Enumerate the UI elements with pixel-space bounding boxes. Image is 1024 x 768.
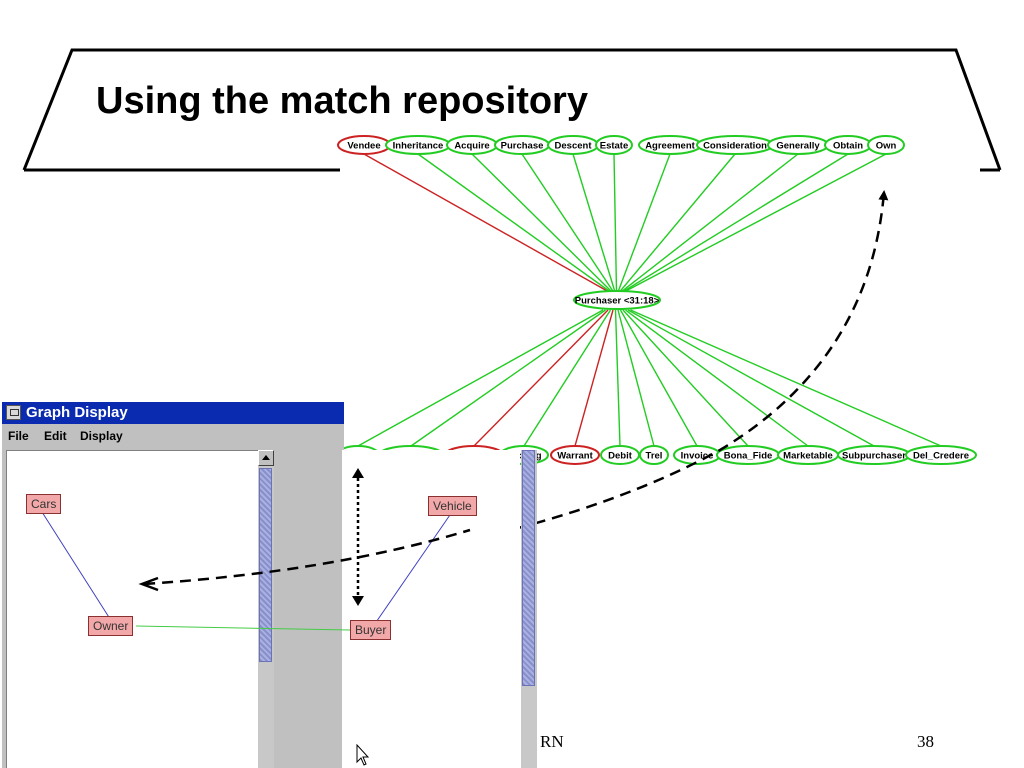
right-scrollbar[interactable] [521, 450, 537, 768]
scroll-up-arrow-icon[interactable] [258, 450, 274, 466]
concept-node-bottom-7-label: Invoice [681, 451, 714, 462]
edge-bottom-3 [523, 309, 612, 447]
concept-node-top-6[interactable]: Agreement [638, 135, 702, 155]
slide-title: Using the match repository [96, 80, 588, 122]
concept-node-bottom-6[interactable]: Trel [639, 445, 669, 465]
edge-bottom-1 [410, 309, 606, 447]
concept-node-top-7[interactable]: Consideration [696, 135, 774, 155]
edge-bottom-9 [625, 309, 809, 447]
concept-node-bottom-8[interactable]: Bona_Fide [716, 445, 780, 465]
concept-node-top-4-label: Descent [555, 141, 593, 152]
edge-bottom-6 [617, 309, 655, 447]
concept-node-top-3-label: Purchase [501, 141, 544, 152]
concept-node-top-7-label: Consideration [703, 141, 767, 152]
concept-node-bottom-6-label: Trel [646, 451, 663, 462]
graph-node-buyer[interactable]: Buyer [350, 620, 392, 640]
edge-top-7 [618, 153, 736, 293]
edge-bottom-2 [473, 309, 609, 447]
edge-top-9 [622, 153, 849, 293]
concept-node-top-9[interactable]: Obtain [824, 135, 872, 155]
edge-top-3 [521, 153, 615, 293]
concept-node-top-5[interactable]: Estate [595, 135, 633, 155]
concept-node-top-0[interactable]: Vendee [337, 135, 391, 155]
edge-top-1 [417, 153, 611, 293]
dashed-arrow-link [143, 190, 889, 586]
edge-bottom-10 [627, 309, 875, 447]
edge-bottom-8 [622, 309, 749, 447]
concept-node-top-3[interactable]: Purchase [494, 135, 550, 155]
concept-node-top-9-label: Obtain [833, 141, 863, 152]
concept-node-top-10-label: Own [876, 141, 897, 152]
edge-bottom-7 [619, 309, 698, 447]
edge-top-2 [471, 153, 613, 293]
concept-node-top-4[interactable]: Descent [547, 135, 599, 155]
right-scroll-thumb[interactable] [522, 450, 535, 686]
concept-node-bottom-11[interactable]: Del_Credere [905, 445, 977, 465]
concept-node-center-label: Purchaser <31:18> [575, 296, 660, 307]
concept-node-top-6-label: Agreement [645, 141, 695, 152]
concept-node-top-1[interactable]: Inheritance [385, 135, 451, 155]
concept-node-bottom-10[interactable]: Subpurchaser [837, 445, 911, 465]
concept-node-bottom-7[interactable]: Invoice [673, 445, 721, 465]
title-frame [22, 48, 1002, 171]
concept-node-top-2-label: Acquire [454, 141, 489, 152]
edge-top-5 [613, 153, 618, 293]
concept-node-bottom-11-label: Del_Credere [913, 451, 969, 462]
concept-node-top-8-label: Generally [776, 141, 820, 152]
graph-node-owner[interactable]: Owner [88, 616, 134, 636]
concept-node-bottom-4[interactable]: Warrant [550, 445, 600, 465]
concept-node-bottom-9-label: Marketable [783, 451, 833, 462]
edge-bottom-4 [574, 309, 614, 447]
concept-node-bottom-8-label: Bona_Fide [724, 451, 773, 462]
concept-node-bottom-9[interactable]: Marketable [777, 445, 839, 465]
slide-number: 38 [917, 732, 934, 751]
concept-node-top-1-label: Inheritance [393, 141, 444, 152]
concept-node-top-5-label: Estate [600, 141, 629, 152]
scroll-thumb[interactable] [259, 468, 272, 662]
graph-edges [357, 153, 942, 447]
concept-node-bottom-5[interactable]: Debit [600, 445, 640, 465]
concept-node-top-2[interactable]: Acquire [446, 135, 498, 155]
window-titlebar[interactable]: Graph Display [2, 402, 344, 424]
edge-bottom-0 [357, 309, 604, 447]
window-title: Graph Display [26, 404, 128, 421]
concept-node-bottom-4-label: Warrant [557, 451, 593, 462]
edge-top-6 [617, 153, 671, 293]
edge-top-10 [623, 153, 887, 293]
footer-text-fragment: RN [540, 732, 564, 751]
menu-display[interactable]: Display [80, 429, 123, 443]
graph-node-vehicle[interactable]: Vehicle [428, 496, 477, 516]
concept-node-bottom-5-label: Debit [608, 451, 633, 462]
concept-node-top-0-label: Vendee [347, 141, 380, 152]
menu-bar: File Edit Display [2, 424, 344, 448]
concept-node-center[interactable]: Purchaser <31:18> [573, 290, 661, 310]
graph-display-window[interactable]: Graph Display File Edit Display [0, 402, 344, 768]
menu-file[interactable]: File [8, 429, 29, 443]
edge-bottom-5 [614, 309, 621, 447]
menu-edit[interactable]: Edit [44, 429, 67, 443]
java-app-icon [6, 405, 21, 420]
edge-top-0 [363, 153, 610, 293]
graph-node-cars[interactable]: Cars [26, 494, 62, 514]
left-scrollbar[interactable] [258, 450, 274, 768]
edge-bottom-11 [630, 309, 942, 447]
edge-top-8 [620, 153, 799, 293]
concept-node-top-8[interactable]: Generally [767, 135, 829, 155]
concept-node-top-10[interactable]: Own [867, 135, 905, 155]
mouse-pointer-icon [356, 744, 370, 766]
concept-node-bottom-10-label: Subpurchaser [842, 451, 906, 462]
edge-top-4 [572, 153, 616, 293]
